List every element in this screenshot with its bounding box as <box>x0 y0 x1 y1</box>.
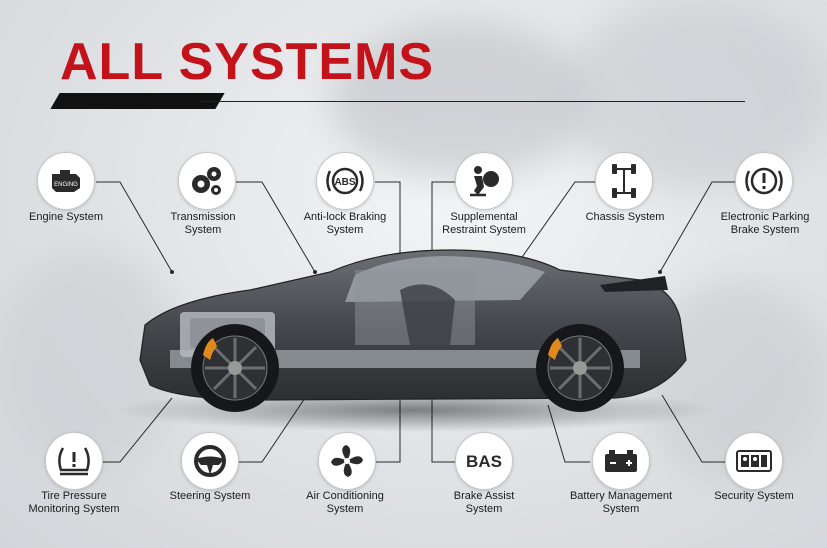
steering-system-label: Steering System <box>169 490 251 502</box>
anti-lock-braking-system-label: Anti-lock Braking System <box>303 211 387 236</box>
security-system-label: Security System <box>714 490 794 502</box>
brake-assist-system-label: Brake Assist System <box>453 490 515 515</box>
tire-pressure-monitoring-system-label: Tire Pressure Monitoring System <box>28 490 120 515</box>
title-divider-line <box>200 101 745 102</box>
bas-icon-text: BAS <box>466 452 502 471</box>
electronic-parking-brake-system-label: Electronic Parking Brake System <box>720 211 810 236</box>
air-conditioning-system-label: Air Conditioning System <box>306 490 384 515</box>
steering-wheel-icon[interactable] <box>181 432 239 490</box>
airbag-icon[interactable] <box>455 152 513 210</box>
abs-icon[interactable]: ABS <box>316 152 374 210</box>
engine-icon[interactable]: ENGING <box>37 152 95 210</box>
fan-icon[interactable] <box>318 432 376 490</box>
chassis-system-label: Chassis System <box>585 211 665 223</box>
engine-system-label: Engine System <box>29 211 103 223</box>
tire-pressure-icon[interactable] <box>45 432 103 490</box>
transmission-system-label: Transmission System <box>170 211 236 236</box>
battery-icon[interactable] <box>592 432 650 490</box>
battery-management-system-label: Battery Management System <box>569 490 673 515</box>
abs-icon-text: ABS <box>334 177 355 188</box>
security-icon[interactable] <box>725 432 783 490</box>
page-title: ALL SYSTEMS <box>60 33 435 91</box>
background-shape <box>330 20 590 180</box>
engine-icon-text: ENGING <box>54 182 78 188</box>
chassis-icon[interactable] <box>595 152 653 210</box>
parking-brake-icon[interactable] <box>735 152 793 210</box>
supplemental-restraint-system-label: Supplemental Restraint System <box>442 211 526 236</box>
bas-icon[interactable]: BAS <box>455 432 513 490</box>
gears-icon[interactable] <box>178 152 236 210</box>
